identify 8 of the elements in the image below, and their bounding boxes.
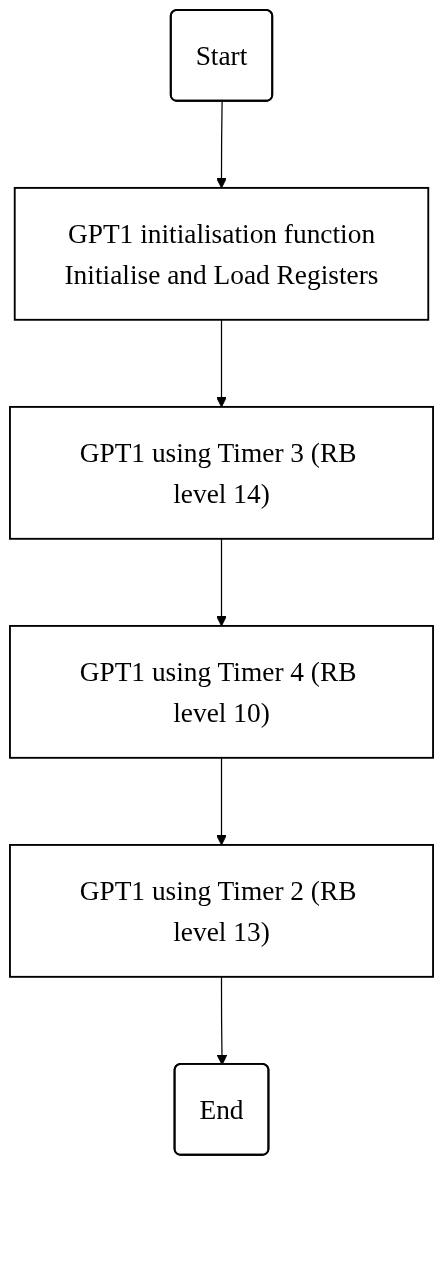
arrow xyxy=(216,757,227,846)
node-box: GPT1 using Timer 3 (RB level 14) xyxy=(9,405,434,540)
node-box: GPT1 using Timer 4 (RB level 10) xyxy=(9,625,434,759)
arrow xyxy=(216,100,227,189)
node-box: GPT1 initialisation function Initialise and Load Registers xyxy=(13,186,430,321)
arrow xyxy=(216,319,227,408)
arrow xyxy=(216,538,227,627)
node-box: GPT1 using Timer 2 (RB level 13) xyxy=(9,844,434,978)
